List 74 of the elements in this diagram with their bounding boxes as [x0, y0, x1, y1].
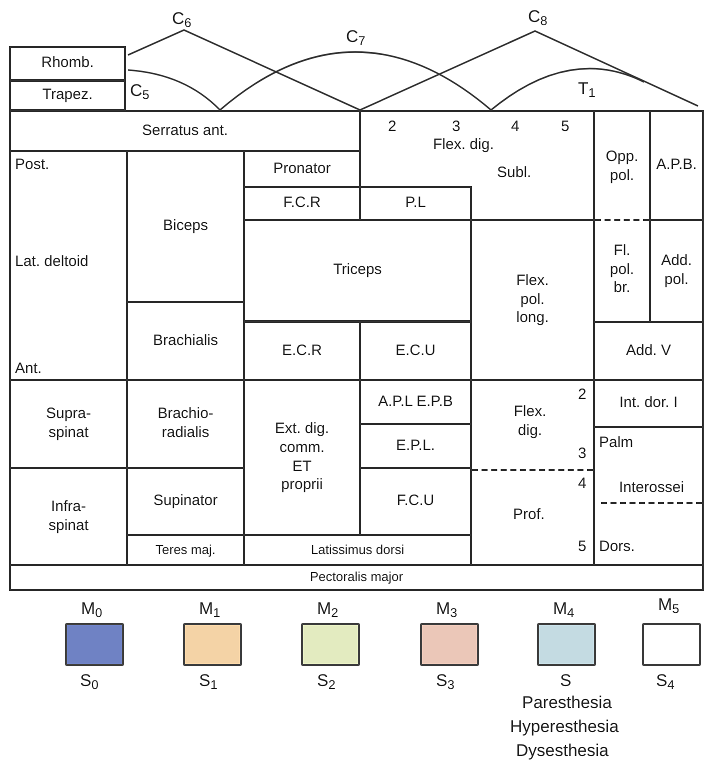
muscle-label: Supinator — [153, 492, 218, 511]
muscle-label: Int. dor. I — [619, 394, 678, 413]
muscle-cell — [9, 46, 126, 81]
muscle-label: Triceps — [333, 261, 382, 280]
muscle-label: Palm — [599, 434, 634, 453]
nerve-root-label: C$_{7}$ — [346, 26, 366, 48]
muscle-label: P.L — [405, 194, 426, 213]
muscle-label: Add. V — [626, 342, 672, 360]
legend-label: M$_{2}$ — [317, 598, 338, 620]
muscle-label: Flex. dig. — [512, 403, 548, 440]
muscle-cell — [649, 110, 704, 221]
digit-number: 2 — [388, 118, 396, 137]
muscle-cell — [9, 80, 126, 111]
muscle-label: Fl. pol. br. — [608, 242, 636, 298]
muscle-label: Biceps — [162, 217, 208, 236]
muscle-cell — [359, 186, 472, 221]
muscle-label: Flex. dig. — [433, 136, 494, 155]
sensory-label: Paresthesia — [522, 692, 612, 714]
muscle-label: Post. — [15, 156, 50, 175]
muscle-label: Interossei — [619, 479, 684, 498]
digit-number: 5 — [578, 538, 586, 557]
muscle-label: E.C.R — [282, 342, 322, 360]
muscle-label: Prof. — [513, 506, 545, 525]
muscle-label: Add. pol. — [660, 252, 693, 290]
digit-number: 3 — [578, 445, 586, 464]
digit-number: 2 — [578, 386, 586, 405]
sensory-label: Hyperesthesia — [510, 716, 619, 738]
muscle-label: F.C.R — [283, 194, 321, 213]
sensory-label: S$_{4}$ — [656, 670, 674, 692]
nerve-root-label: C$_{5}$ — [130, 80, 150, 102]
muscle-label: Brachialis — [152, 332, 218, 350]
sensory-label: S$_{0}$ — [80, 670, 98, 692]
muscle-cell — [9, 564, 704, 591]
muscle-label: F.C.U — [396, 492, 434, 511]
muscle-label: Latissimus dorsi — [310, 542, 404, 558]
muscle-cell — [9, 110, 361, 152]
digit-number: 4 — [511, 118, 520, 137]
sensory-label: Dysesthesia — [516, 740, 609, 762]
legend-label: M$_{4}$ — [553, 598, 574, 620]
muscle-label: Pronator — [273, 160, 331, 178]
legend-label: M$_{3}$ — [436, 598, 458, 620]
legend-label: M$_{0}$ — [81, 598, 102, 620]
sensory-label: S — [560, 670, 572, 692]
muscle-label: Flex. pol. long. — [515, 272, 550, 328]
legend-label: M$_{1}$ — [199, 598, 220, 620]
muscle-label: Lat. deltoid — [15, 253, 88, 272]
muscle-label: E.C.U — [395, 342, 436, 360]
muscle-label: Trapez. — [42, 86, 93, 105]
muscle-label: Pectoralis major — [310, 569, 404, 586]
muscle-label: A.P.B. — [656, 156, 697, 175]
muscle-label: Infra- spinat — [47, 498, 90, 536]
muscle-cell — [359, 110, 595, 221]
sensory-label: S$_{1}$ — [199, 670, 218, 692]
muscle-label: Opp. pol. — [604, 148, 640, 186]
muscle-label: Brachio- radialis — [156, 405, 214, 443]
muscle-label: Dors. — [599, 538, 635, 557]
muscle-label: Serratus ant. — [142, 122, 228, 140]
muscle-label: Subl. — [497, 164, 532, 183]
muscle-label: Teres maj. — [156, 542, 216, 558]
legend-label: M$_{5}$ — [658, 594, 680, 616]
digit-number: 4 — [578, 475, 586, 494]
digit-number: 5 — [561, 118, 570, 137]
sensory-label: S$_{3}$ — [436, 670, 454, 692]
nerve-root-label: T$_{1}$ — [578, 78, 596, 100]
muscle-label: Ext. dig. comm. ET proprii — [274, 420, 330, 495]
muscle-label: Supra- spinat — [44, 405, 92, 443]
muscle-label: A.P.L E.P.B — [378, 392, 453, 412]
sensory-label: S$_{2}$ — [317, 670, 336, 692]
digit-number: 3 — [452, 118, 460, 137]
nerve-root-label: C$_{6}$ — [172, 8, 192, 30]
nerve-root-label: C$_{8}$ — [528, 6, 548, 28]
muscle-label: Ant. — [15, 360, 42, 379]
muscle-label: Rhomb. — [41, 54, 94, 73]
muscle-label: E.P.L. — [396, 436, 435, 456]
